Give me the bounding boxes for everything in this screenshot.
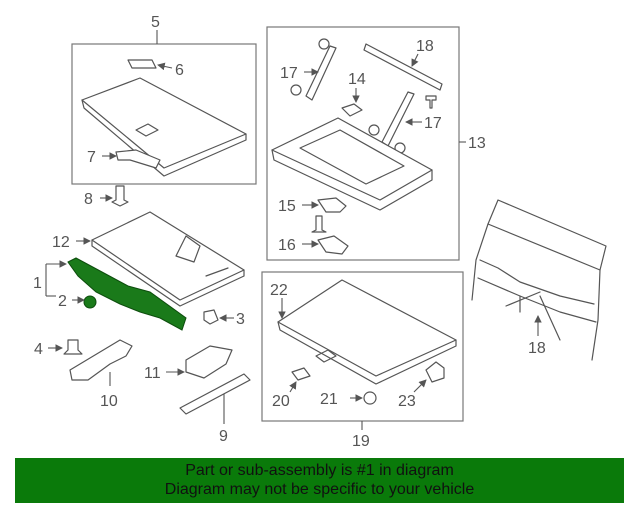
callout-21[interactable]: 20 <box>272 393 290 410</box>
callout-3[interactable]: 3 <box>236 311 245 328</box>
callout-8[interactable]: 8 <box>84 191 93 208</box>
callout-20[interactable]: 19 <box>352 433 370 450</box>
part-10-bracket[interactable] <box>69 339 133 381</box>
callout-10[interactable]: 10 <box>100 393 118 410</box>
part-6-clip[interactable] <box>127 59 157 69</box>
callout-16[interactable]: 16 <box>278 237 296 254</box>
callout-2[interactable]: 2 <box>58 293 67 310</box>
part-22-cap[interactable] <box>363 391 377 405</box>
part-11-cover[interactable] <box>185 345 233 379</box>
callout-6[interactable]: 6 <box>175 62 184 79</box>
callout-22[interactable]: 21 <box>320 391 338 408</box>
part-5-floor-board[interactable] <box>81 77 247 169</box>
callout-11[interactable]: 11 <box>144 365 161 382</box>
part-8-bolt[interactable] <box>111 185 129 207</box>
part-1-highlighted[interactable] <box>67 257 187 331</box>
part-21-clip[interactable] <box>291 367 311 381</box>
callout-24[interactable]: 23 <box>398 393 416 410</box>
callout-4[interactable]: 4 <box>34 341 43 358</box>
group-5-frame <box>71 43 257 185</box>
banner-line-1: Part or sub-assembly is #1 in diagram <box>185 462 454 479</box>
callout-17-left[interactable]: 17 <box>280 65 298 82</box>
part-3-bolt[interactable] <box>203 309 219 325</box>
callout-13[interactable]: 13 <box>468 135 486 152</box>
part-24-bracket[interactable] <box>425 361 445 383</box>
part-14-clip[interactable] <box>341 103 363 117</box>
part-9-rail[interactable] <box>179 373 251 415</box>
callout-5[interactable]: 5 <box>151 14 160 31</box>
part-17-strip-right[interactable] <box>381 91 415 147</box>
callout-19[interactable]: 18 <box>528 340 546 357</box>
part-7-bracket[interactable] <box>115 149 161 169</box>
callout-12[interactable]: 12 <box>52 234 70 251</box>
part-13-panel[interactable] <box>271 117 433 201</box>
callout-9[interactable]: 9 <box>219 428 228 445</box>
part-17-strip-left[interactable] <box>305 45 337 101</box>
callout-23[interactable]: 22 <box>270 282 288 299</box>
part-19-net-frame[interactable] <box>471 199 607 361</box>
callout-7[interactable]: 7 <box>87 149 96 166</box>
callout-14[interactable]: 14 <box>348 71 366 88</box>
part-18-strip[interactable] <box>363 43 443 91</box>
part-20-cargo-cover[interactable] <box>277 279 457 377</box>
part-15-bracket[interactable] <box>317 197 347 213</box>
callout-15[interactable]: 15 <box>278 198 296 215</box>
callout-1[interactable]: 1 <box>33 275 42 292</box>
callout-18[interactable]: 18 <box>416 38 434 55</box>
banner-line-2: Diagram may not be specific to your vehi… <box>164 481 475 498</box>
info-banner: Part or sub-assembly is #1 in diagram Di… <box>15 458 624 503</box>
group-13-frame <box>266 26 460 261</box>
part-16-bracket[interactable] <box>317 235 349 255</box>
part-4-clip[interactable] <box>63 339 83 355</box>
part-2-grommet[interactable] <box>83 295 97 309</box>
callout-17-right[interactable]: 17 <box>424 115 442 132</box>
